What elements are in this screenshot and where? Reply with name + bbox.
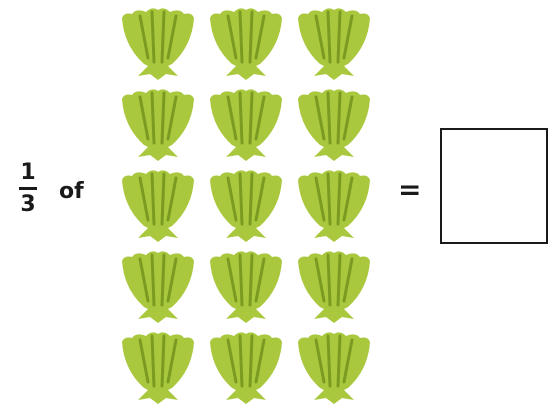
fraction-numerator: 1 xyxy=(20,160,36,185)
answer-box[interactable] xyxy=(440,128,548,244)
shell-icon xyxy=(118,6,198,82)
shell-icon xyxy=(294,87,374,163)
shell-icon xyxy=(206,249,286,325)
shell-icon xyxy=(206,330,286,406)
fraction-bar xyxy=(19,187,37,190)
shell-icon xyxy=(118,168,198,244)
shell-icon xyxy=(206,87,286,163)
shell-icon xyxy=(118,330,198,406)
shell-icon xyxy=(294,330,374,406)
fraction-one-third: 1 3 xyxy=(14,160,42,218)
shell-icon xyxy=(206,6,286,82)
shell-icon xyxy=(294,249,374,325)
equals-sign: = xyxy=(398,173,422,206)
shell-icon xyxy=(294,168,374,244)
shell-icon xyxy=(206,168,286,244)
shell-icon xyxy=(294,6,374,82)
of-label: of xyxy=(59,179,84,204)
fraction-denominator: 3 xyxy=(20,192,36,217)
shell-grid xyxy=(110,0,400,407)
shell-icon xyxy=(118,249,198,325)
shell-icon xyxy=(118,87,198,163)
